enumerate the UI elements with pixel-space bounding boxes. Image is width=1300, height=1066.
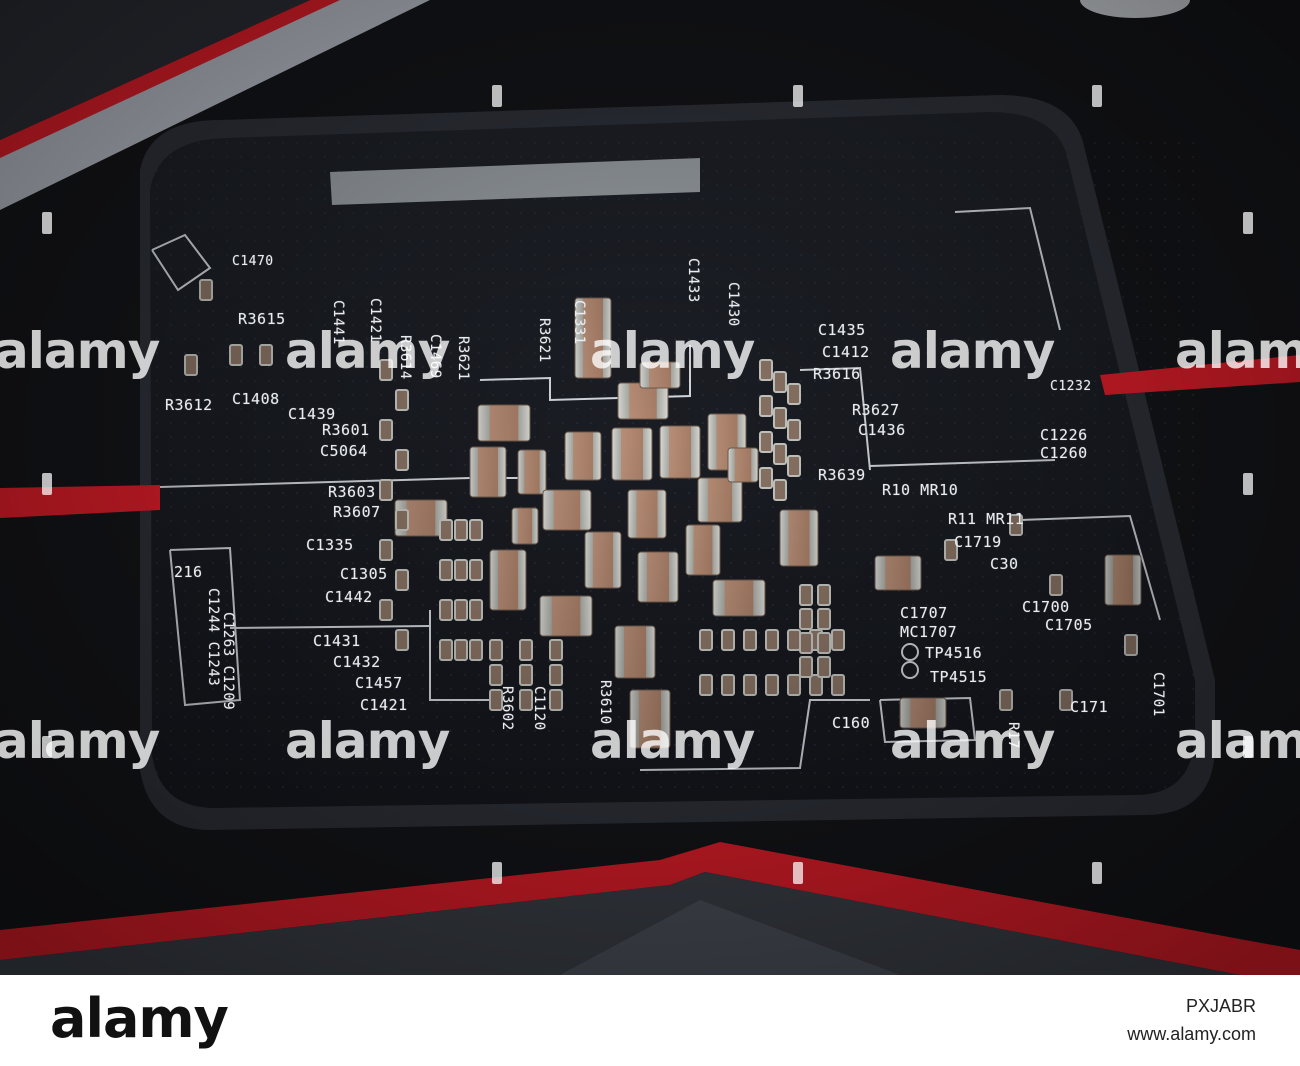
watermark-mark: [1243, 473, 1253, 495]
watermark-mark: [1243, 736, 1253, 758]
watermark-text: alamy: [0, 712, 160, 770]
label-216: 216: [174, 563, 203, 581]
watermark-mark: [1243, 212, 1253, 234]
label-r3639: R3639: [818, 466, 866, 484]
label-r3601: R3601: [322, 421, 370, 439]
watermark-mark: [1092, 85, 1102, 107]
watermark-text: alamy: [590, 712, 755, 770]
label-c1707: C1707: [900, 604, 948, 622]
label-r11: R11 MR11: [948, 510, 1025, 528]
label-c1442: C1442: [325, 588, 373, 606]
label-c171: C171: [1070, 698, 1109, 716]
label-c1436: C1436: [858, 421, 906, 439]
label-r3607: R3607: [333, 503, 381, 521]
watermark-text: alamy: [890, 322, 1055, 380]
label-c1432: C1432: [333, 653, 381, 671]
label-c1244-v: C1244 C1243: [205, 588, 221, 687]
image-id: PXJABR: [1185, 996, 1256, 1016]
watermark-mark: [492, 85, 502, 107]
label-c1431: C1431: [313, 632, 361, 650]
watermark-mark: [42, 212, 52, 234]
label-c1719: C1719: [954, 533, 1002, 551]
watermark-mark: [492, 862, 502, 884]
label-c1331-v: C1331: [571, 300, 587, 345]
label-c1260: C1260: [1040, 444, 1088, 462]
watermark-mark: [42, 473, 52, 495]
site-url: www.alamy.com: [1127, 1023, 1256, 1044]
watermark-mark: [793, 862, 803, 884]
label-c1120-v: C1120: [531, 686, 547, 731]
circuit-board-photo: R3615 C1470 R3612 C1408 C1439 R3601 C506…: [0, 0, 1300, 975]
label-c160: C160: [832, 714, 871, 732]
label-r3612: R3612: [165, 396, 213, 414]
label-tp4515: TP4515: [930, 668, 988, 686]
label-c1705: C1705: [1045, 616, 1093, 634]
label-c1700: C1700: [1022, 598, 1070, 616]
pcb-background: [0, 0, 1300, 975]
footer-meta: PXJABR www.alamy.com: [1127, 993, 1256, 1049]
alamy-logo: alamy: [50, 987, 229, 1050]
watermark-text: alamy: [1175, 322, 1300, 380]
label-c1412: C1412: [822, 343, 870, 361]
label-c5064: C5064: [320, 442, 368, 460]
label-c1263-v: C1263 C1209: [220, 612, 236, 711]
label-c1226: C1226: [1040, 426, 1088, 444]
label-c1457: C1457: [355, 674, 403, 692]
watermark-text: alamy: [285, 322, 450, 380]
watermark-text: alamy: [0, 322, 160, 380]
watermark-text: alamy: [285, 712, 450, 770]
label-r10: R10 MR10: [882, 481, 959, 499]
label-c1439: C1439: [288, 405, 336, 423]
watermark-mark: [42, 736, 52, 758]
label-c1421: C1421: [360, 696, 408, 714]
label-r3603: R3603: [328, 483, 376, 501]
label-c1232: C1232: [1050, 379, 1092, 394]
watermark-text: alamy: [590, 322, 755, 380]
label-c1430-v: C1430: [725, 282, 741, 327]
stock-footer: alamy PXJABR www.alamy.com: [0, 975, 1300, 1066]
label-c1435: C1435: [818, 321, 866, 339]
label-mc1707: MC1707: [900, 623, 958, 641]
watermark-text: alamy: [890, 712, 1055, 770]
label-tp4516: TP4516: [925, 644, 983, 662]
watermark-text: alamy: [1175, 712, 1300, 770]
watermark-mark: [793, 85, 803, 107]
label-r3616: R3616: [813, 365, 861, 383]
label-r3621b-v: R3621: [536, 318, 552, 363]
label-r3615: R3615: [238, 310, 286, 328]
label-c1470: C1470: [232, 254, 274, 269]
label-c30: C30: [990, 555, 1019, 573]
watermark-mark: [1092, 862, 1102, 884]
label-c1433-v: C1433: [685, 258, 701, 303]
label-c1335: C1335: [306, 536, 354, 554]
label-r3627: R3627: [852, 401, 900, 419]
label-r3602-v: R3602: [499, 686, 515, 731]
label-c1701-v: C1701: [1150, 672, 1166, 717]
label-r3621-v: R3621: [455, 336, 471, 381]
label-c1305: C1305: [340, 565, 388, 583]
label-c1408: C1408: [232, 390, 280, 408]
